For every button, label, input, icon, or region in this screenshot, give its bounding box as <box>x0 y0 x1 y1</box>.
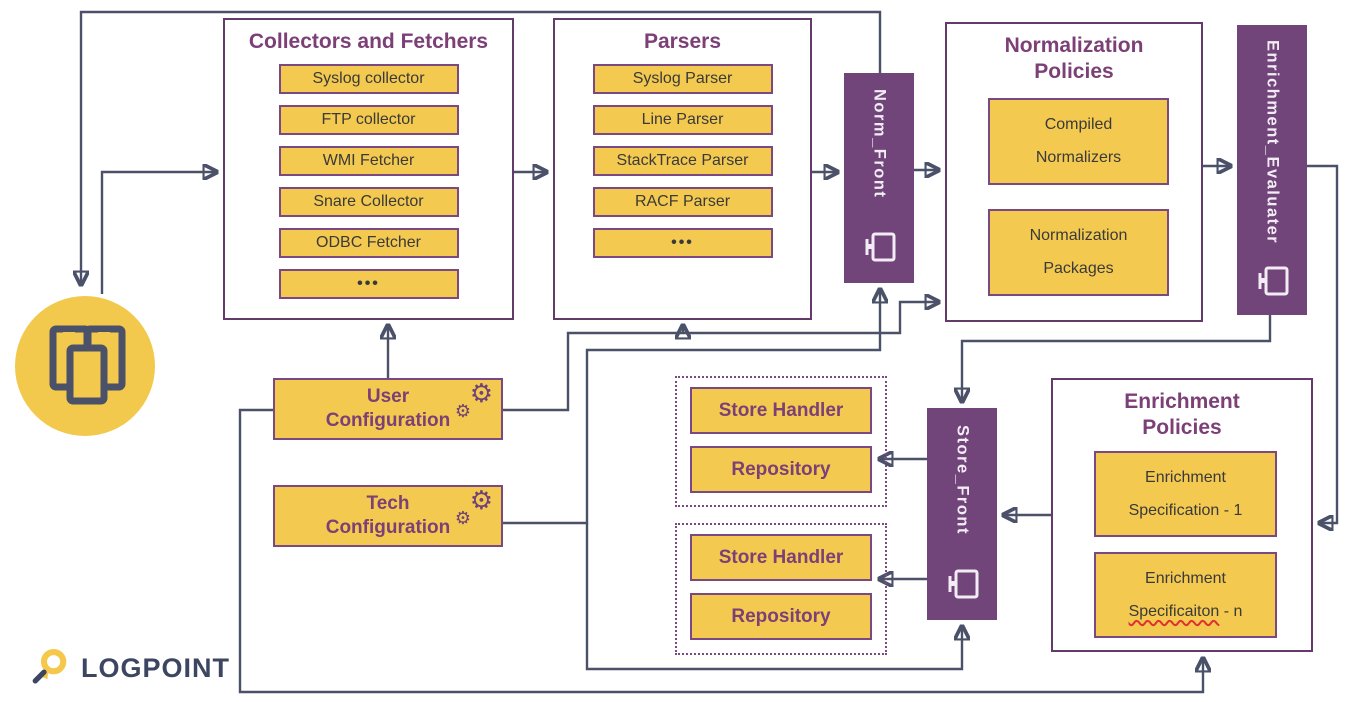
monitor-icon <box>861 229 897 270</box>
collector-item-wmi: WMI Fetcher <box>278 146 459 176</box>
tech-configuration-box: Tech Configuration ⚙ ⚙ <box>273 485 503 547</box>
parser-item-stacktrace: StackTrace Parser <box>592 146 773 176</box>
store-front-label: Store_Front <box>953 425 972 536</box>
collector-item-snare: Snare Collector <box>278 187 459 217</box>
collector-item-syslog: Syslog collector <box>278 64 459 94</box>
monitor-icon <box>944 566 980 607</box>
enrichment-evaluater-node: Enrichment_Evaluater <box>1237 25 1307 315</box>
user-configuration-box: User Configuration ⚙ ⚙ <box>273 378 503 440</box>
parser-item-syslog: Syslog Parser <box>592 64 773 94</box>
collector-item-ftp: FTP collector <box>278 105 459 135</box>
normalization-packages-box: Normalization Packages <box>988 209 1169 296</box>
collectors-title: Collectors and Fetchers <box>248 30 489 53</box>
gear-icon: ⚙ <box>469 486 493 516</box>
store-front-node: Store_Front <box>927 408 997 620</box>
gear-icon: ⚙ <box>454 401 471 422</box>
collectors-and-fetchers-box: Collectors and Fetchers Syslog collector… <box>223 18 514 320</box>
norm-front-node: Norm_Front <box>844 73 914 283</box>
gear-icon: ⚙ <box>454 508 471 529</box>
logpoint-logo-icon <box>30 644 72 693</box>
parser-item-racf: RACF Parser <box>592 187 773 217</box>
edge-source-to-collectors <box>100 172 216 294</box>
devices-icon <box>37 316 133 417</box>
monitor-icon <box>1254 263 1290 304</box>
log-sources-node <box>15 296 155 436</box>
parsers-title: Parsers <box>643 30 722 53</box>
gear-icon: ⚙ <box>469 379 493 409</box>
logpoint-logo-text: LOGPOINT <box>81 653 230 683</box>
store-group-2: Store Handler Repository <box>675 523 887 655</box>
repository-box: Repository <box>690 446 872 493</box>
store-handler-box: Store Handler <box>690 534 872 581</box>
norm-front-label: Norm_Front <box>870 89 889 199</box>
normalization-policies-box: Normalization Policies Compiled Normaliz… <box>945 22 1203 322</box>
parsers-box: Parsers Syslog Parser Line Parser StackT… <box>553 18 812 320</box>
compiled-normalizers-box: Compiled Normalizers <box>988 98 1169 185</box>
store-handler-box: Store Handler <box>690 387 872 434</box>
enrichment-policies-title: Enrichment Policies <box>1124 390 1240 439</box>
enrichment-specification-1-box: Enrichment Specification - 1 <box>1094 451 1277 537</box>
enrichment-evaluater-label: Enrichment_Evaluater <box>1263 40 1282 245</box>
store-group-1: Store Handler Repository <box>675 376 887 507</box>
logpoint-logo: LOGPOINT <box>30 644 230 693</box>
collector-item-more: ••• <box>278 269 459 299</box>
normalization-policies-title: Normalization Policies <box>1004 34 1144 83</box>
collector-item-odbc: ODBC Fetcher <box>278 228 459 258</box>
parser-item-line: Line Parser <box>592 105 773 135</box>
repository-box: Repository <box>690 593 872 640</box>
parser-item-more: ••• <box>592 228 773 258</box>
enrichment-policies-box: Enrichment Policies Enrichment Specifica… <box>1051 378 1313 652</box>
enrichment-specification-n-box: Enrichment Specificaiton - n <box>1094 552 1277 638</box>
